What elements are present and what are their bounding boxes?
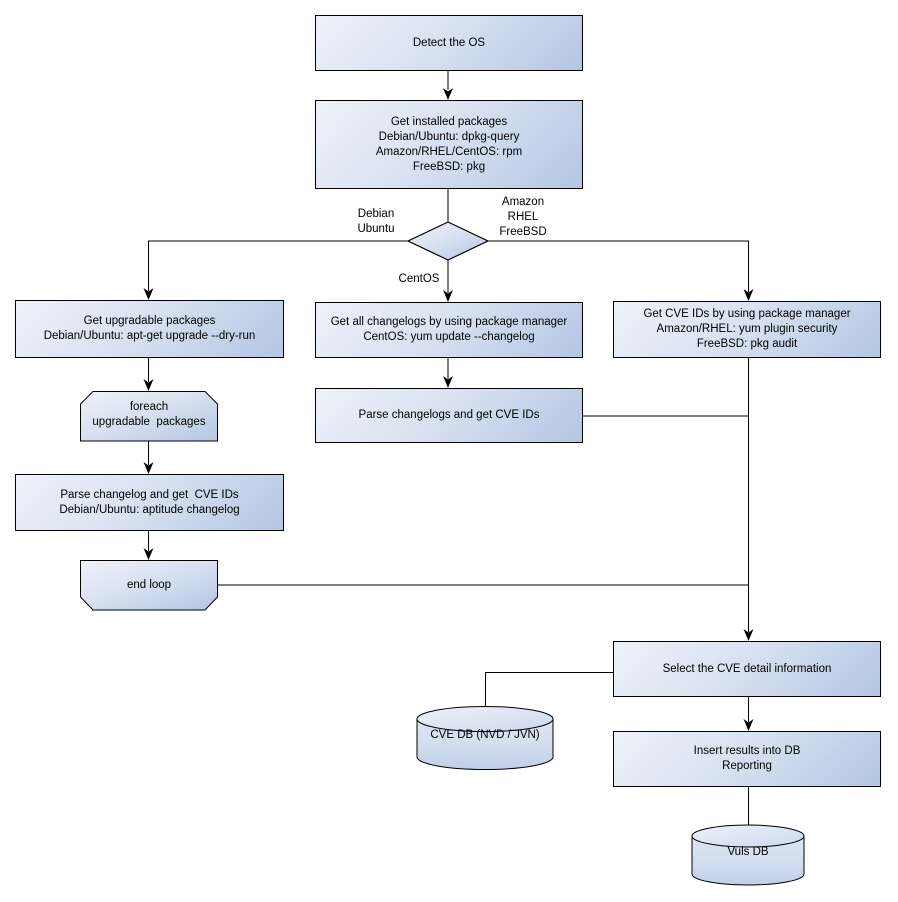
edge-label-line: Amazon: [501, 196, 545, 208]
connector-cvedb-to-select: [485, 672, 613, 707]
edge-label-line: Ubuntu: [357, 223, 395, 235]
node-line: Insert results into DB: [693, 745, 801, 757]
arrowhead: [143, 288, 154, 300]
node-line: Get installed packages: [390, 115, 508, 128]
node-parse-changelog: Parse changelog and get CVE IDs Debian/U…: [15, 474, 284, 531]
edge-label-amazon-rhel-freebsd: Amazon RHEL FreeBSD: [487, 195, 559, 240]
node-line: FreeBSD: pkg: [412, 160, 486, 173]
connector-decision-left: [148, 240, 408, 291]
edge-label-line: CentOS: [398, 273, 440, 285]
node-parse-changelogs: Parse changelogs and get CVE IDs: [315, 388, 583, 443]
edge-label-debian-ubuntu: Debian Ubuntu: [341, 207, 411, 237]
vuls-db-cylinder: [691, 824, 805, 886]
arrowhead: [443, 290, 453, 302]
node-line: Parse changelog and get CVE IDs: [60, 488, 239, 501]
edge-label-line: RHEL: [507, 211, 539, 223]
node-get-installed-packages: Get installed packages Debian/Ubuntu: dp…: [315, 100, 583, 189]
node-detect-os-label: Detect the OS: [412, 36, 486, 49]
node-get-all-changelogs: Get all changelogs by using package mana…: [315, 302, 583, 358]
node-line: Amazon/RHEL: yum plugin security: [656, 323, 838, 335]
node-line: Amazon/RHEL/CentOS: rpm: [375, 145, 523, 158]
node-line: Debian/Ubuntu: dpkg-query: [378, 130, 520, 143]
node-line: Get upgradable packages: [83, 315, 216, 327]
edge-label-line: FreeBSD: [499, 226, 547, 238]
node-select-cve-detail: Select the CVE detail information: [613, 641, 881, 697]
arrowhead: [443, 88, 453, 100]
node-line: Debian/Ubuntu: aptitude changelog: [59, 503, 240, 516]
node-line: Get CVE IDs by using package manager: [643, 308, 851, 320]
edge-label-centos: CentOS: [383, 272, 455, 287]
node-line: FreeBSD: pkg audit: [696, 338, 798, 350]
node-line: Parse changelogs and get CVE IDs: [358, 409, 540, 421]
node-get-upgradable-packages: Get upgradable packages Debian/Ubuntu: a…: [15, 300, 284, 358]
arrowhead: [143, 379, 154, 391]
arrowhead: [743, 629, 754, 641]
node-line: Debian/Ubuntu: apt-get upgrade --dry-run: [43, 330, 256, 342]
arrowhead: [743, 719, 754, 731]
foreach-shape: [80, 391, 218, 442]
node-detect-os: Detect the OS: [315, 15, 583, 71]
arrowhead: [443, 376, 453, 388]
arrowhead: [143, 548, 154, 560]
node-line: CentOS: yum update --changelog: [363, 331, 535, 343]
node-line: Select the CVE detail information: [662, 662, 832, 675]
os-decision-diamond: [406, 221, 490, 261]
node-insert-results: Insert results into DB Reporting: [613, 731, 881, 787]
node-get-cve-ids: Get CVE IDs by using package manager Ama…: [613, 301, 881, 358]
arrowhead: [743, 289, 754, 301]
end-loop-shape: [80, 560, 218, 611]
node-line: Reporting: [722, 760, 772, 772]
cve-db-cylinder: [416, 706, 554, 770]
node-line: Get all changelogs by using package mana…: [330, 316, 568, 328]
arrowhead: [143, 462, 154, 474]
edge-label-line: Debian: [357, 208, 395, 220]
connector-decision-right: [488, 240, 749, 292]
